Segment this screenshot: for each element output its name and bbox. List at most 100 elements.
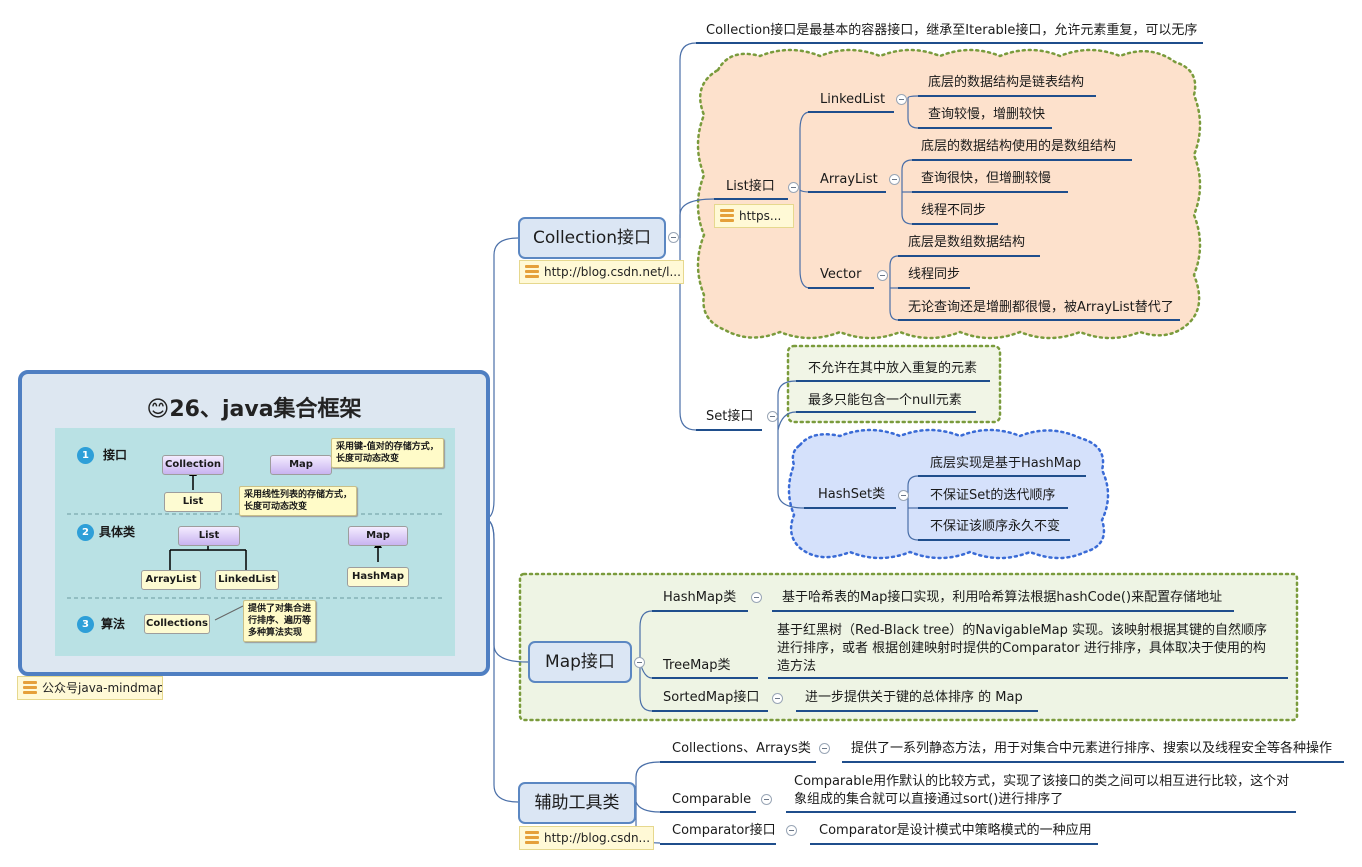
comparator-desc[interactable]: Comparator是设计模式中策略模式的一种应用 (819, 823, 1092, 838)
set-node[interactable]: Set接口 (706, 409, 754, 424)
underline (768, 677, 1288, 679)
collection-desc-underline (696, 42, 1203, 44)
comparable-underline (660, 811, 756, 813)
central-note-text: 公众号java-mindmap (42, 681, 163, 695)
section-1-number: 1 (77, 447, 94, 464)
hashmap-underline (652, 610, 748, 612)
section-3-number: 3 (77, 616, 94, 633)
list-note-text: https... (739, 209, 782, 223)
sortedmap-desc[interactable]: 进一步提供关于键的总体排序 的 Map (805, 690, 1023, 705)
map-collapse-icon[interactable] (634, 657, 645, 668)
hashset-item-2[interactable]: 不保证Set的迭代顺序 (930, 488, 1056, 503)
section-1-label: 接口 (103, 448, 128, 462)
underline (772, 610, 1234, 612)
collection-node[interactable]: Collection接口 (518, 217, 666, 259)
linkedlist-node[interactable]: LinkedList (820, 92, 886, 107)
collections-desc[interactable]: 提供了一系列静态方法，用于对集合中元素进行排序、搜索以及线程安全等各种操作 (851, 741, 1333, 756)
list-class-box: List (178, 526, 240, 546)
comparable-desc[interactable]: Comparable用作默认的比较方式，实现了该接口的类之间可以相互进行比较，这… (794, 774, 1290, 807)
hashset-boundary-cloud (787, 428, 1110, 560)
hashset-item-1[interactable]: 底层实现是基于HashMap (930, 456, 1082, 471)
central-note[interactable]: 公众号java-mindmap (17, 676, 163, 700)
vector-item-3[interactable]: 无论查询还是增删都很慢，被ArrayList替代了 (908, 300, 1174, 315)
set-boundary (786, 344, 1002, 424)
sortedmap-collapse-icon[interactable] (772, 693, 783, 704)
hashmap-desc[interactable]: 基于哈希表的Map接口实现，利用哈希算法根据hashCode()来配置存储地址 (782, 590, 1223, 605)
collections-node[interactable]: Collections、Arrays类 (672, 741, 811, 756)
sortedmap-node[interactable]: SortedMap接口 (663, 690, 760, 705)
hashset-item-3[interactable]: 不保证该顺序永久不变 (930, 519, 1061, 534)
central-topic[interactable]: 😊26、java集合框架 1 接口 2 具体类 3 算法 Collection … (18, 370, 490, 676)
linkedlist-underline (808, 111, 894, 113)
comparator-underline (660, 843, 776, 845)
section-2-label: 具体类 (99, 525, 136, 539)
algo-callout: 提供了对集合进 行排序、遍历等 多种算法实现 (243, 600, 317, 642)
arraylist-item-3[interactable]: 线程不同步 (921, 203, 987, 218)
underline (842, 761, 1344, 763)
underline (918, 539, 1070, 541)
tools-note-text: http://blog.csdn... (544, 831, 651, 845)
vector-item-1[interactable]: 底层是数组数据结构 (908, 235, 1026, 250)
set-item-1[interactable]: 不允许在其中放入重复的元素 (808, 361, 978, 376)
hashmap-box: HashMap (347, 567, 409, 587)
collections-underline (660, 761, 816, 763)
framework-image: 1 接口 2 具体类 3 算法 Collection Map List 采用键-… (55, 428, 455, 656)
tools-node[interactable]: 辅助工具类 (518, 782, 636, 824)
set-item-2[interactable]: 最多只能包含一个null元素 (808, 393, 962, 408)
comparator-collapse-icon[interactable] (786, 825, 797, 836)
vector-item-2[interactable]: 线程同步 (908, 267, 961, 282)
underline (796, 710, 1038, 712)
vector-collapse-icon[interactable] (877, 270, 888, 281)
section-2-number: 2 (77, 524, 94, 541)
list-box: List (164, 492, 222, 512)
list-collapse-icon[interactable] (788, 182, 799, 193)
treemap-desc[interactable]: 基于红黑树（Red-Black tree）的NavigableMap 实现。该映… (777, 623, 1268, 674)
linkedlist-item-2[interactable]: 查询较慢，增删较快 (928, 107, 1046, 122)
list-node[interactable]: List接口 (726, 179, 775, 194)
hashset-node[interactable]: HashSet类 (818, 487, 886, 502)
collection-note-text: http://blog.csdn.net/l... (544, 265, 681, 279)
collections-box: Collections (144, 614, 210, 634)
underline (810, 843, 1098, 845)
set-collapse-icon[interactable] (767, 411, 778, 422)
comparable-collapse-icon[interactable] (761, 794, 772, 805)
underline (796, 411, 976, 413)
smile-emoji-icon: 😊 (146, 397, 170, 422)
underline (912, 191, 1068, 193)
collection-note[interactable]: http://blog.csdn.net/l... (519, 260, 684, 284)
collections-collapse-icon[interactable] (819, 743, 830, 754)
tools-note[interactable]: http://blog.csdn... (519, 826, 654, 850)
set-underline (696, 429, 762, 431)
map-callout: 采用键-值对的存储方式， 长度可动态改变 (331, 438, 444, 468)
map-class-box: Map (348, 526, 408, 546)
treemap-underline (652, 677, 758, 679)
hashmap-collapse-icon[interactable] (751, 592, 762, 603)
vector-node[interactable]: Vector (820, 267, 862, 282)
linkedlist-box: LinkedList (215, 570, 279, 590)
underline (918, 475, 1086, 477)
hashmap-node[interactable]: HashMap类 (663, 590, 737, 605)
note-icon (525, 831, 539, 845)
treemap-node[interactable]: TreeMap类 (663, 658, 731, 673)
vector-underline (808, 287, 874, 289)
map-node[interactable]: Map接口 (528, 641, 632, 683)
arraylist-item-1[interactable]: 底层的数据结构使用的是数组结构 (921, 139, 1117, 154)
underline (918, 95, 1096, 97)
hashset-collapse-icon[interactable] (898, 490, 909, 501)
underline (898, 255, 1040, 257)
underline (898, 287, 970, 289)
arraylist-item-2[interactable]: 查询很快，但增删较慢 (921, 171, 1052, 186)
comparable-node[interactable]: Comparable (672, 792, 752, 807)
list-callout: 采用线性列表的存储方式， 长度可动态改变 (239, 486, 358, 516)
list-note[interactable]: https... (714, 204, 794, 228)
central-title-text: 26、java集合框架 (169, 397, 362, 422)
linkedlist-collapse-icon[interactable] (896, 94, 907, 105)
arraylist-collapse-icon[interactable] (889, 174, 900, 185)
arraylist-node[interactable]: ArrayList (820, 172, 878, 187)
collection-desc[interactable]: Collection接口是最基本的容器接口，继承至Iterable接口，允许元素… (706, 23, 1198, 38)
collection-collapse-icon[interactable] (668, 232, 679, 243)
note-icon (525, 265, 539, 279)
linkedlist-item-1[interactable]: 底层的数据结构是链表结构 (928, 75, 1085, 90)
comparator-node[interactable]: Comparator接口 (672, 823, 776, 838)
underline (786, 811, 1296, 813)
